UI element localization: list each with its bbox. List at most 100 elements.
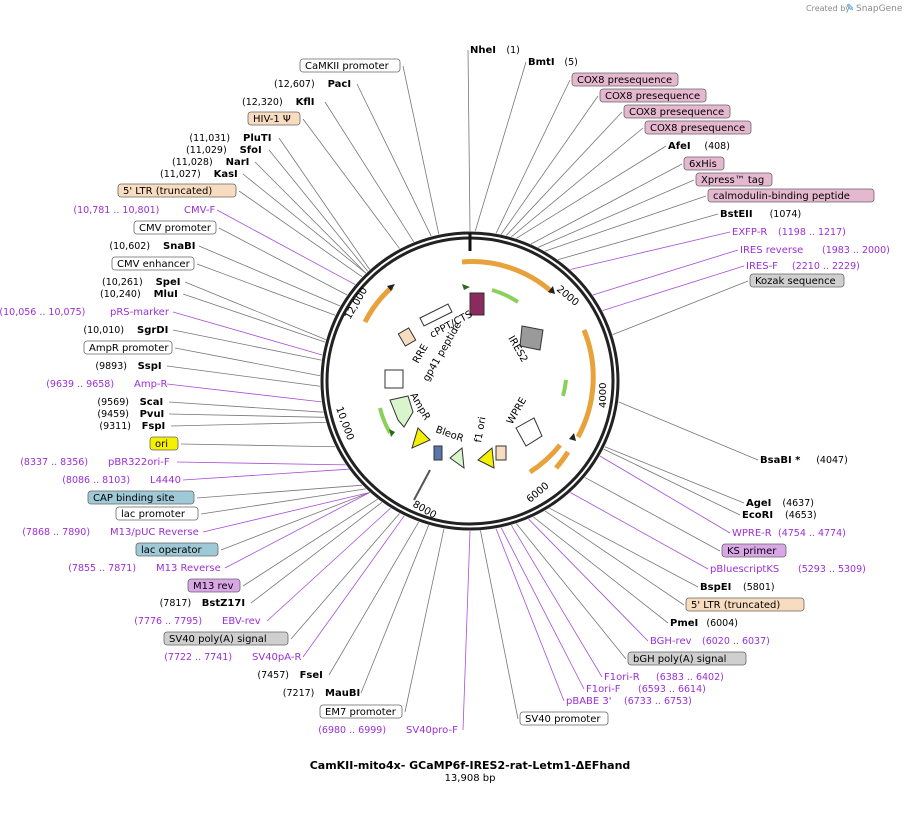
- feature-box: [571, 72, 679, 87]
- credit-brand: SnapGene: [856, 4, 903, 14]
- enzyme-name: PvuI: [140, 409, 165, 420]
- map-label-l4440[interactable]: L4440(8086 .. 8103): [62, 475, 181, 486]
- site-position: (2210 .. 2229): [792, 261, 860, 272]
- map-label-mlui[interactable]: MluI(10,240): [100, 289, 178, 300]
- map-label-fspi[interactable]: FspI(9311): [99, 421, 165, 432]
- map-label-nhei[interactable]: NheI(1): [470, 45, 520, 56]
- map-label-hiv-1[interactable]: HIV-1 Ψ: [247, 111, 301, 126]
- map-label-afei[interactable]: AfeI(408): [668, 141, 730, 152]
- map-label-5-ltr-truncated[interactable]: 5' LTR (truncated): [685, 597, 805, 612]
- feature-name: bGH poly(A) signal: [633, 654, 726, 665]
- map-label-spei[interactable]: SpeI(10,261): [102, 277, 180, 288]
- map-label-kfli[interactable]: KflI(12,320): [242, 97, 314, 108]
- leader-line: [184, 281, 326, 341]
- map-label-nari[interactable]: NarI(11,028): [172, 157, 249, 168]
- site-position: (10,056 .. 10,075): [0, 307, 85, 318]
- map-label-cox8-presequence[interactable]: COX8 presequence: [599, 88, 707, 103]
- map-label-pbabe-3[interactable]: pBABE 3'(6733 .. 6753): [566, 696, 692, 707]
- map-label-f1ori-r[interactable]: F1ori-R(6383 .. 6402): [604, 672, 724, 683]
- leader-line: [495, 79, 571, 234]
- feature-name: ori: [155, 439, 168, 450]
- map-label-kasi[interactable]: KasI(11,027): [160, 169, 238, 180]
- map-label-em7-promoter[interactable]: EM7 promoter: [319, 704, 403, 719]
- map-label-pluti[interactable]: PluTI(11,031): [189, 133, 271, 144]
- map-label-kozak-sequence[interactable]: Kozak sequence: [749, 273, 845, 288]
- map-label-ori[interactable]: ori: [149, 436, 179, 451]
- map-label-wpre-r[interactable]: WPRE-R(4754 .. 4774): [732, 528, 846, 539]
- leader-line: [570, 492, 709, 570]
- leader-line: [302, 515, 405, 658]
- feature-name: CMV promoter: [139, 223, 212, 234]
- map-label-cox8-presequence[interactable]: COX8 presequence: [644, 120, 752, 135]
- map-label-xpress-tag[interactable]: Xpress™ tag: [695, 172, 773, 187]
- map-label-cmv-f[interactable]: CMV-F(10,781 .. 10,801): [73, 205, 215, 216]
- map-label-cox8-presequence[interactable]: COX8 presequence: [623, 104, 731, 119]
- site-position: (9311): [99, 421, 131, 432]
- map-label-lac-operator[interactable]: lac operator: [135, 542, 219, 557]
- map-label-ampr-promoter[interactable]: AmpR promoter: [83, 340, 173, 355]
- map-label-cap-binding-site[interactable]: CAP binding site: [87, 490, 195, 505]
- leader-line: [404, 528, 445, 713]
- map-label-sv40pa-r[interactable]: SV40pA-R(7722 .. 7741): [164, 652, 301, 663]
- map-label-snabi[interactable]: SnaBI(10,602): [109, 241, 195, 252]
- map-label-m13-reverse[interactable]: M13 Reverse(7855 .. 7871): [68, 563, 221, 574]
- map-label-5-ltr-truncated[interactable]: 5' LTR (truncated): [117, 183, 237, 198]
- map-label-ires-reverse[interactable]: IRES reverse(1983 .. 2000): [740, 245, 890, 256]
- map-label-bsteii[interactable]: BstEII(1074): [720, 209, 801, 220]
- map-label-lac-promoter[interactable]: lac promoter: [115, 506, 199, 521]
- site-position: (10,010): [83, 325, 124, 336]
- primer-name: F1ori-R: [604, 672, 640, 683]
- map-label-prs-marker[interactable]: pRS-marker(10,056 .. 10,075): [0, 307, 170, 318]
- map-label-f1ori-f[interactable]: F1ori-F(6593 .. 6614): [586, 684, 706, 695]
- map-label-scai[interactable]: ScaI(9569): [97, 397, 163, 408]
- map-label-maubi[interactable]: MauBI(7217): [283, 688, 360, 699]
- map-label-pbr322ori-f[interactable]: pBR322ori-F(8337 .. 8356): [20, 457, 170, 468]
- enzyme-name: NarI: [226, 157, 250, 168]
- map-label-bmti[interactable]: BmtI(5): [528, 57, 578, 68]
- map-label-cox8-presequence[interactable]: COX8 presequence: [571, 72, 679, 87]
- map-label-bgh-poly-a-signal[interactable]: bGH poly(A) signal: [627, 651, 747, 666]
- leader-line: [196, 484, 363, 499]
- map-label-paci[interactable]: PacI(12,607): [274, 79, 351, 90]
- map-label-pbluescriptks[interactable]: pBluescriptKS(5293 .. 5309): [710, 564, 866, 575]
- map-label-sv40-poly-a-signal[interactable]: SV40 poly(A) signal: [163, 631, 289, 646]
- map-label-sv40pro-f[interactable]: SV40pro-F(6980 .. 6999): [318, 725, 458, 736]
- map-label-ebv-rev[interactable]: EBV-rev(7776 .. 7795): [134, 616, 261, 627]
- leader-line: [533, 516, 669, 624]
- map-label-camkii-promoter[interactable]: CaMKII promoter: [299, 58, 401, 73]
- site-position: (5): [564, 57, 577, 68]
- map-label-cmv-enhancer[interactable]: CMV enhancer: [111, 256, 195, 271]
- map-label-exfp-r[interactable]: EXFP-R(1198 .. 1217): [732, 227, 846, 238]
- map-label-pmei[interactable]: PmeI(6004): [670, 618, 738, 629]
- map-label-amp-r[interactable]: Amp-R(9639 .. 9658): [46, 379, 167, 390]
- map-label-sfoi[interactable]: SfoI(11,029): [186, 145, 262, 156]
- leader-line: [250, 502, 383, 604]
- map-label-fsei[interactable]: FseI(7457): [257, 670, 322, 681]
- map-label-sspi[interactable]: SspI(9893): [95, 361, 161, 372]
- leader-line: [462, 530, 471, 731]
- map-label-m13-rev[interactable]: M13 rev: [187, 578, 241, 593]
- map-label-sv40-promoter[interactable]: SV40 promoter: [519, 711, 609, 726]
- map-label-agei[interactable]: AgeI(4637): [746, 498, 814, 509]
- map-label-ks-primer[interactable]: KS primer: [721, 543, 787, 558]
- leader-line: [558, 213, 719, 261]
- map-label-sgrdi[interactable]: SgrDI(10,010): [83, 325, 168, 336]
- site-position: (7217): [283, 688, 315, 699]
- map-label-bstz17i[interactable]: BstZ17I(7817): [160, 598, 245, 609]
- map-label-pvui[interactable]: PvuI(9459): [97, 409, 164, 420]
- site-position: (1198 .. 1217): [778, 227, 846, 238]
- map-label-calmodulin-binding-peptide[interactable]: calmodulin-binding peptide: [707, 188, 875, 203]
- site-position: (11,027): [160, 169, 201, 180]
- map-label-6xhis[interactable]: 6xHis: [683, 156, 725, 171]
- map-label-ecori[interactable]: EcoRI(4653): [742, 510, 817, 521]
- site-position: (5293 .. 5309): [798, 564, 866, 575]
- map-label-cmv-promoter[interactable]: CMV promoter: [133, 220, 217, 235]
- map-label-bspei[interactable]: BspEI(5801): [700, 582, 775, 593]
- map-label-bsabi[interactable]: BsaBI *(4047): [760, 455, 848, 466]
- feature-name: M13 rev: [193, 581, 234, 592]
- map-label-ires-f[interactable]: IRES-F(2210 .. 2229): [746, 261, 860, 272]
- enzyme-name: PacI: [328, 79, 351, 90]
- map-label-m13-puc-reverse[interactable]: M13/pUC Reverse(7868 .. 7890): [22, 527, 199, 538]
- leader-line: [324, 101, 415, 243]
- map-label-bgh-rev[interactable]: BGH-rev(6020 .. 6037): [650, 636, 770, 647]
